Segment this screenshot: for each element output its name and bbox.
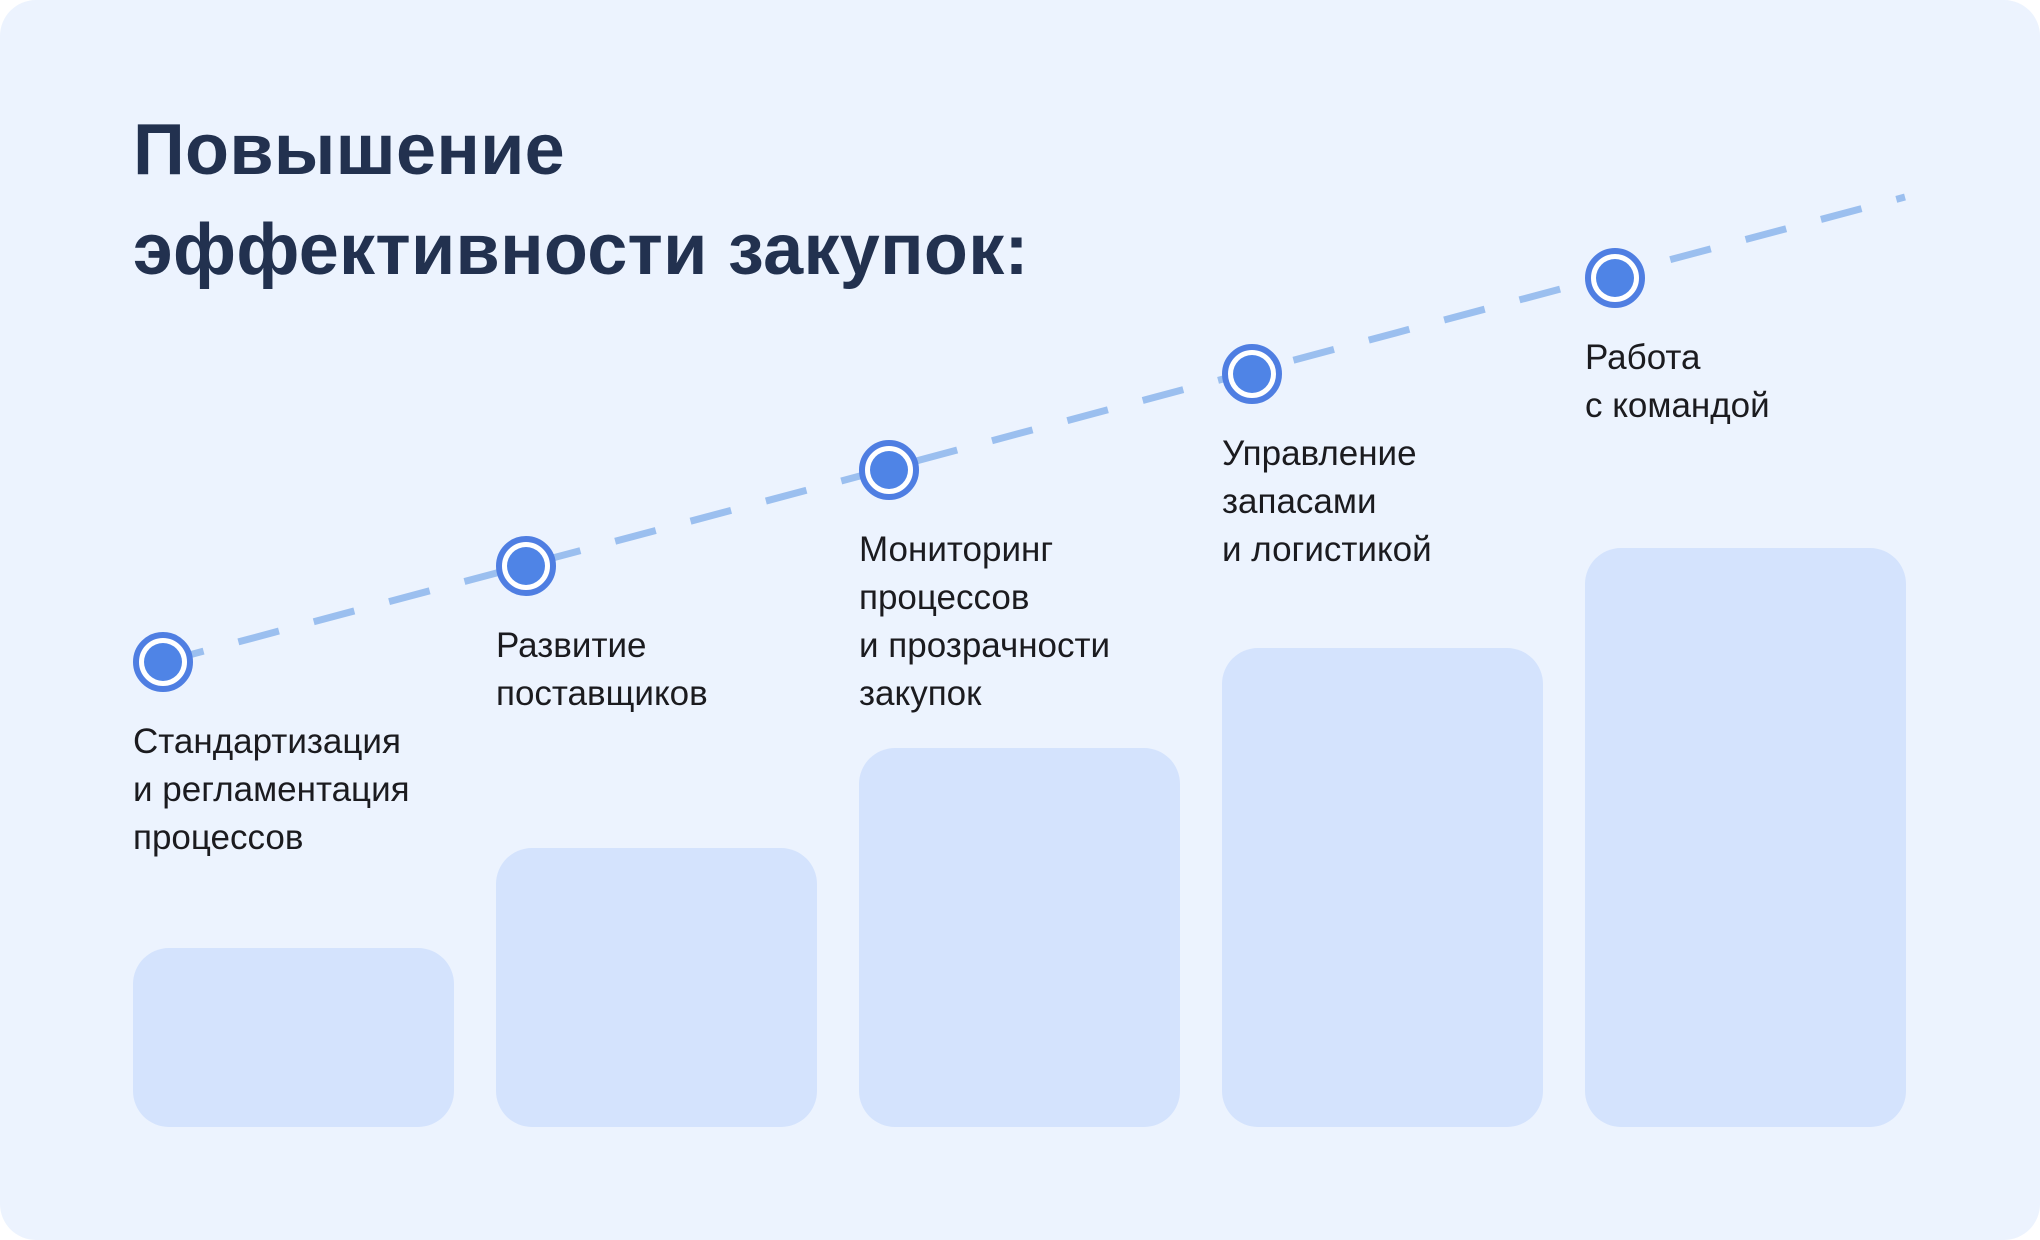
step-bar-3 — [859, 748, 1180, 1127]
step-label-2: Развитие поставщиков — [496, 626, 708, 713]
step-label-4: Управление запасами и логистикой — [1222, 434, 1432, 569]
step-bar-5 — [1585, 548, 1906, 1127]
page-title: Повышение эффективности закупок: — [133, 110, 1029, 290]
step-marker-5 — [1585, 248, 1645, 308]
bars-layer — [133, 548, 1906, 1127]
marker-dot — [870, 451, 908, 489]
marker-dot — [144, 643, 182, 681]
step-marker-3 — [859, 440, 919, 500]
marker-dot — [1233, 355, 1271, 393]
step-marker-4 — [1222, 344, 1282, 404]
step-marker-1 — [133, 632, 193, 692]
markers-layer — [133, 248, 1645, 692]
step-marker-2 — [496, 536, 556, 596]
marker-dot — [507, 547, 545, 585]
step-label-5: Работа с командой — [1585, 338, 1770, 425]
step-bar-4 — [1222, 648, 1543, 1127]
marker-dot — [1596, 259, 1634, 297]
step-bar-2 — [496, 848, 817, 1127]
step-label-3: Мониторинг процессов и прозрачности заку… — [859, 530, 1111, 713]
step-label-1: Стандартизация и регламентация процессов — [133, 722, 410, 857]
step-bar-1 — [133, 948, 454, 1127]
